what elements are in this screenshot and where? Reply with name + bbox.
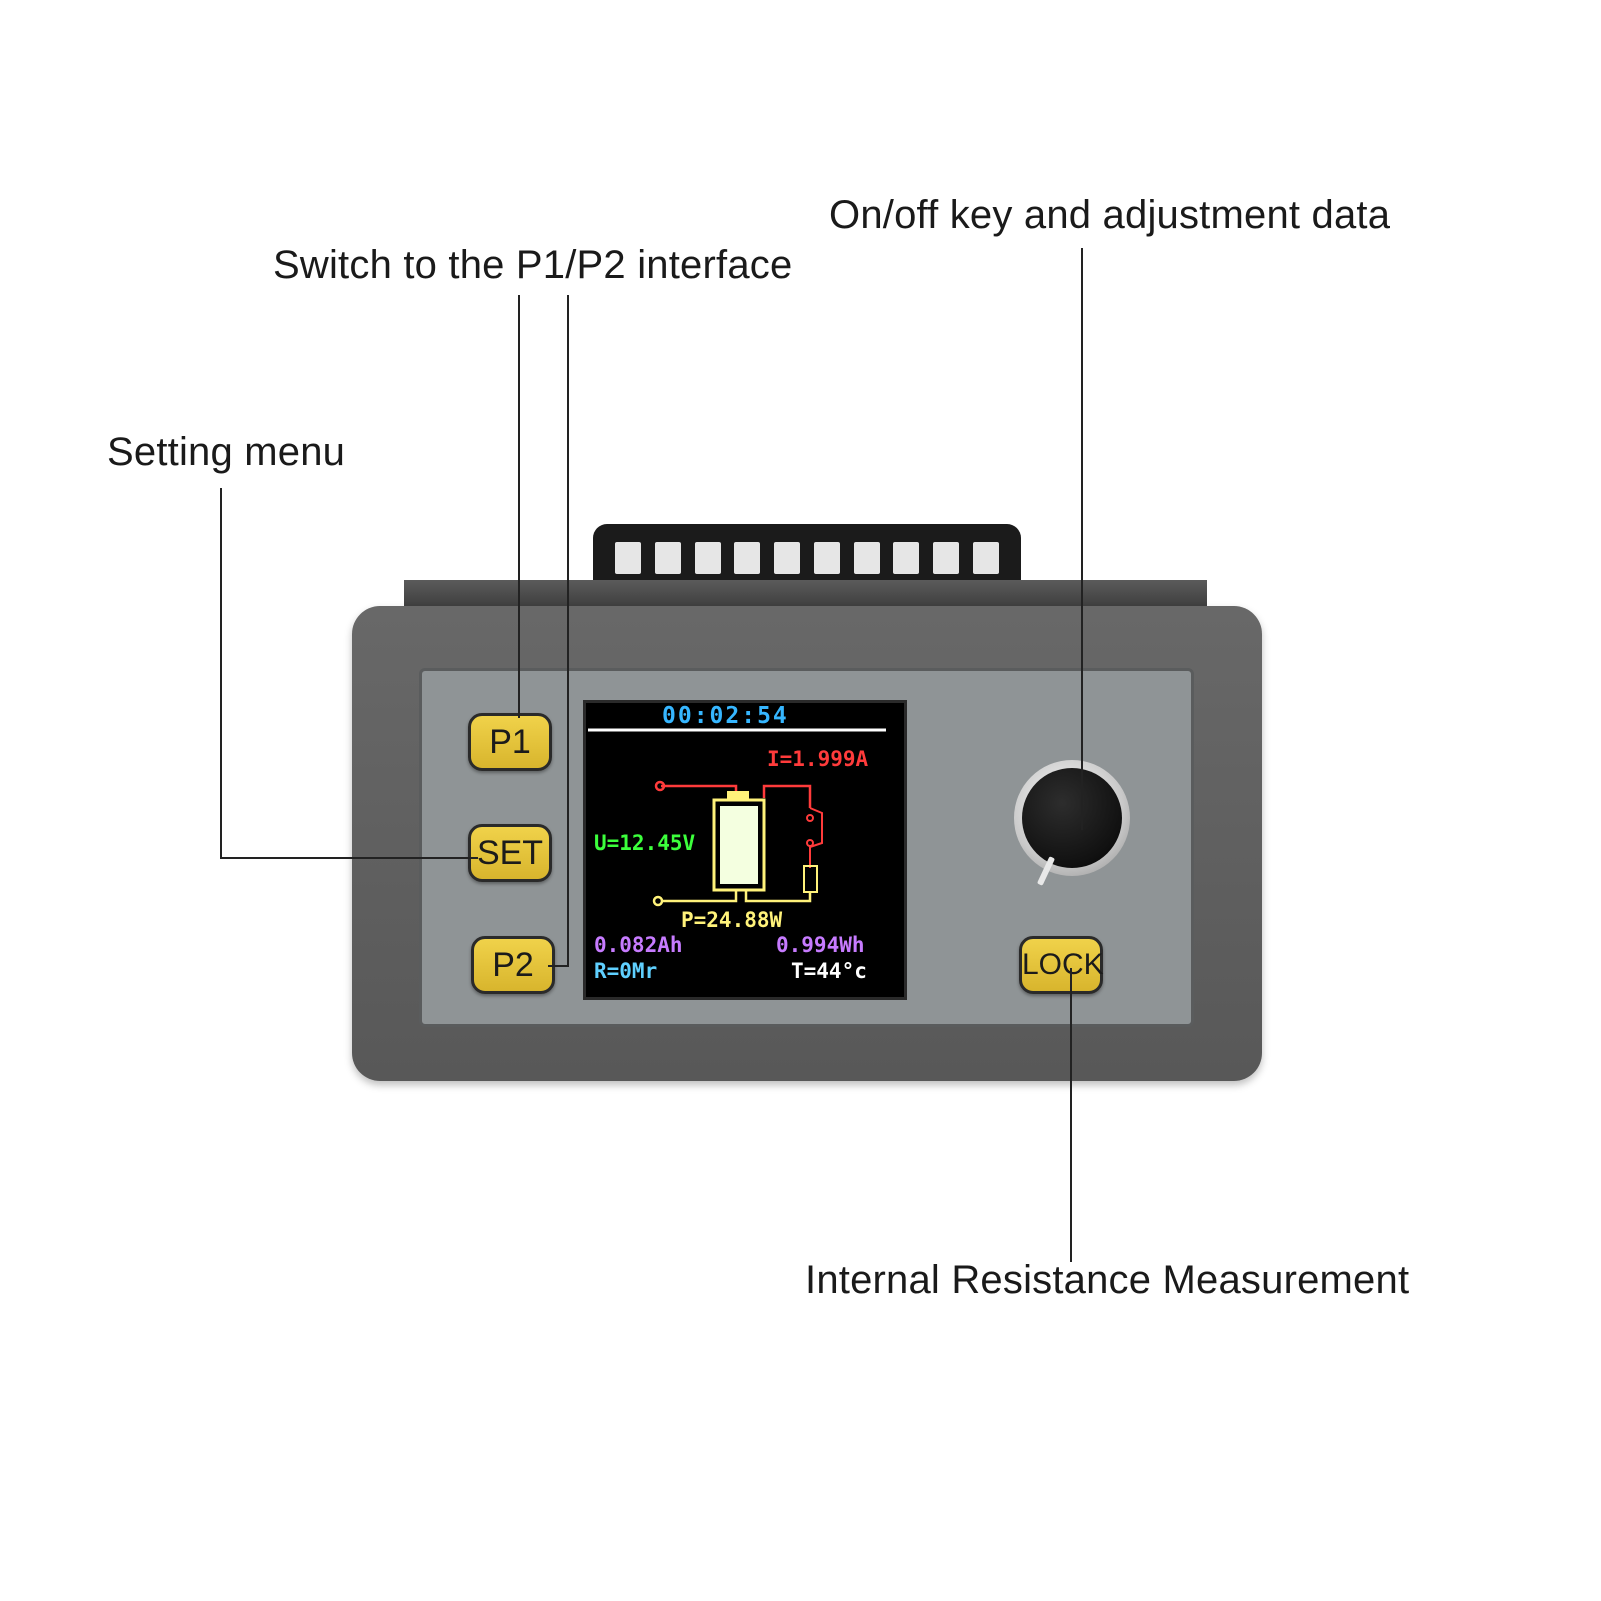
- battery-fill: [720, 806, 758, 884]
- set-button[interactable]: SET: [468, 824, 552, 882]
- adjustment-knob[interactable]: [1022, 768, 1122, 868]
- wire-bottom-left: [661, 890, 738, 903]
- p2-button[interactable]: P2: [471, 936, 555, 994]
- fin: [933, 542, 960, 574]
- fin: [734, 542, 761, 574]
- fin: [813, 542, 840, 574]
- fin: [654, 542, 681, 574]
- lcd-temperature: T=44°c: [791, 959, 867, 983]
- lcd-current: I=1.999A: [767, 747, 869, 771]
- load-resistor: [803, 865, 818, 893]
- wire-top-left: [661, 784, 738, 798]
- switch-contact-b: [806, 839, 814, 847]
- circuit-diagram: [588, 728, 886, 907]
- switch-contact-a: [806, 814, 814, 822]
- onoff-callout: On/off key and adjustment data: [829, 193, 1391, 237]
- heatsink: [593, 524, 1021, 584]
- fin: [853, 542, 880, 574]
- wire-top-right: [762, 784, 812, 808]
- lcd-resistance: R=0Mr: [594, 959, 658, 983]
- fin: [774, 542, 801, 574]
- battery-body: [712, 798, 766, 892]
- switch-symbol: [809, 807, 823, 868]
- lcd-screen: 00:02:54 I=1.999A U=12.45V P=24.88W 0.08…: [583, 700, 907, 1000]
- battery-cap: [727, 791, 749, 800]
- setting-callout: Setting menu: [107, 430, 346, 474]
- wire-bottom-right: [744, 890, 812, 903]
- switch-callout: Switch to the P1/P2 interface: [273, 243, 793, 287]
- lock-button[interactable]: LOCK: [1019, 936, 1104, 994]
- resistance-callout: Internal Resistance Measurement: [805, 1258, 1410, 1302]
- fin: [615, 542, 641, 574]
- fin: [893, 542, 920, 574]
- mounting-rail: [404, 580, 1207, 610]
- lcd-energy: 0.994Wh: [776, 933, 865, 957]
- lcd-capacity: 0.082Ah: [594, 933, 683, 957]
- fin: [972, 542, 999, 574]
- terminal-bottom: [652, 895, 664, 907]
- p1-button[interactable]: P1: [468, 713, 552, 771]
- lcd-voltage: U=12.45V: [594, 831, 696, 855]
- lcd-timer: 00:02:54: [662, 703, 789, 729]
- lcd-power: P=24.88W: [681, 908, 783, 932]
- fin: [694, 542, 721, 574]
- heatsink-fins: [615, 542, 999, 574]
- terminal-top: [654, 780, 666, 792]
